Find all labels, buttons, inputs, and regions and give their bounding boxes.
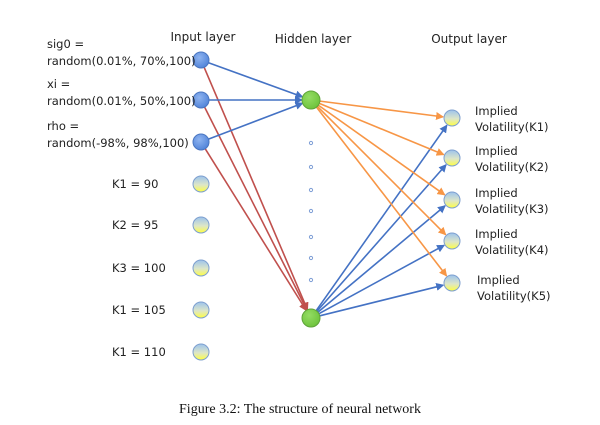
output-node (443, 232, 461, 250)
input-param-label: random(0.01%, 70%,100) (47, 54, 196, 68)
output-label: Volatility(K3) (475, 202, 549, 216)
ellipsis-dot (308, 255, 314, 261)
input-strike-label: K2 = 95 (112, 218, 158, 232)
ellipsis-dot (308, 234, 314, 240)
edge-param-to-top-hidden (208, 61, 304, 99)
output-label: Implied (475, 186, 518, 200)
input-strike-node (192, 343, 210, 361)
input-strike-node (192, 259, 210, 277)
output-label: Implied (475, 227, 518, 241)
edge-top-hidden-to-output (316, 105, 447, 236)
input-param-label: sig0 = (47, 37, 84, 51)
edge-param-to-bottom-hidden (204, 148, 307, 312)
output-node (443, 109, 461, 127)
edge-bottom-hidden-to-output (318, 282, 445, 317)
edge-top-hidden-to-output (318, 102, 445, 156)
output-node (443, 191, 461, 209)
ellipsis-dot (308, 187, 314, 193)
input-layer-title: Input layer (171, 30, 236, 44)
edge-bottom-hidden-to-output (317, 244, 445, 315)
output-node (443, 274, 461, 292)
edge-param-to-bottom-hidden (203, 106, 308, 311)
output-label: Volatility(K4) (475, 243, 549, 257)
input-param-label: rho = (47, 119, 79, 133)
input-param-node (192, 51, 210, 69)
hidden-ellipsis (308, 140, 314, 283)
input-param-node (192, 91, 210, 109)
figure-caption: Figure 3.2: The structure of neural netw… (179, 402, 421, 417)
output-label: Volatility(K2) (475, 160, 549, 174)
edge-top-hidden-to-output (317, 103, 446, 196)
output-label: Volatility(K5) (477, 289, 551, 303)
output-label: Implied (477, 273, 520, 287)
hidden-node-top (301, 90, 321, 110)
edge-bottom-hidden-to-output (315, 164, 447, 313)
ellipsis-dot (308, 164, 314, 170)
input-strike-label: K3 = 100 (112, 261, 166, 275)
edge-param-to-bottom-hidden (203, 67, 309, 311)
input-param-node (192, 133, 210, 151)
input-strike-node (192, 216, 210, 234)
edge-bottom-hidden-to-output (316, 205, 446, 314)
ellipsis-dot (308, 277, 314, 283)
output-label: Implied (475, 104, 518, 118)
nodes (192, 51, 461, 361)
input-strike-node (192, 175, 210, 193)
edge-bottom-hidden-to-output (314, 124, 448, 312)
output-label: Implied (475, 144, 518, 158)
ellipsis-dot (308, 208, 314, 214)
hidden-node-bottom (301, 308, 321, 328)
input-strike-node (192, 301, 210, 319)
input-param-label: random(0.01%, 50%,100) (47, 94, 196, 108)
edge-top-hidden-to-output (315, 105, 448, 277)
output-node (443, 149, 461, 167)
input-strike-label: K1 = 90 (112, 177, 158, 191)
input-param-label: xi = (47, 77, 70, 91)
input-strike-label: K1 = 105 (112, 303, 166, 317)
edge-param-to-top-hidden (208, 101, 304, 140)
labels: sig0 = random(0.01%, 70%,100) xi = random(0… (47, 37, 551, 359)
output-layer-title: Output layer (431, 32, 507, 46)
ellipsis-dot (308, 140, 314, 146)
connection-edges (203, 61, 448, 317)
edge-top-hidden-to-output (318, 100, 445, 120)
input-param-label: random(-98%, 98%,100) (47, 136, 189, 150)
hidden-layer-title: Hidden layer (275, 32, 352, 46)
input-strike-label: K1 = 110 (112, 345, 166, 359)
output-label: Volatility(K1) (475, 120, 549, 134)
